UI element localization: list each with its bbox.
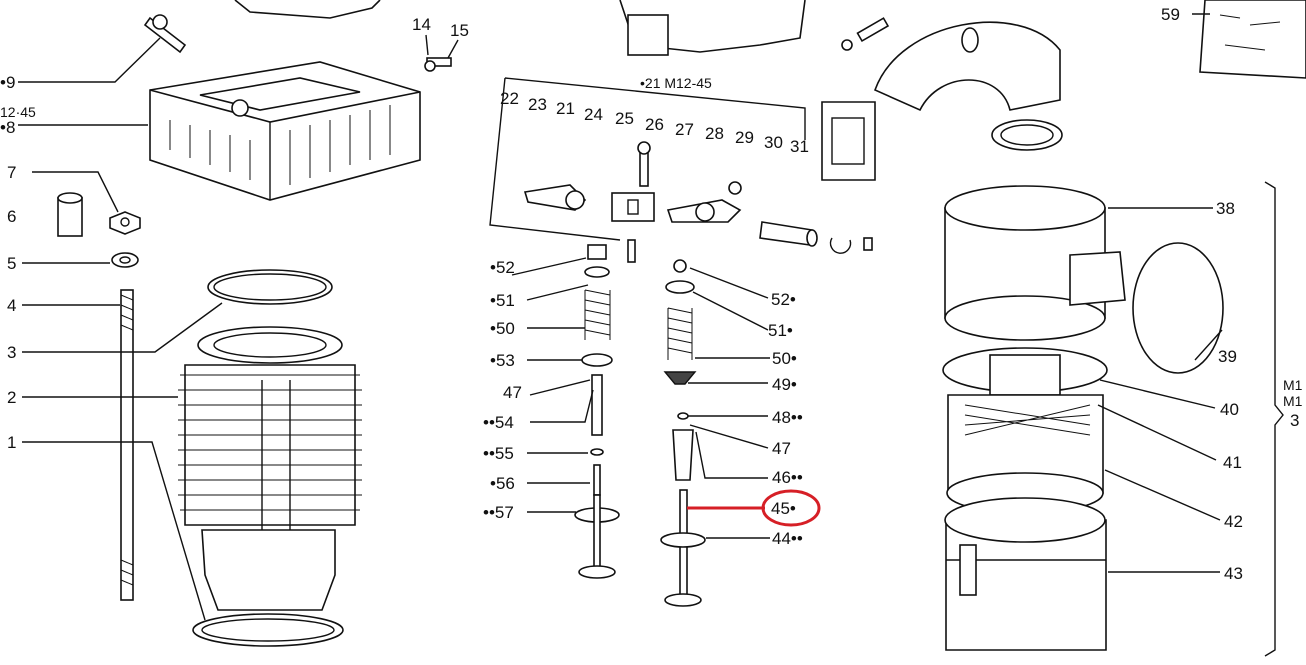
air-filter [942, 185, 1224, 651]
label-44: 44•• [772, 529, 803, 548]
highlight-circle-45 [761, 489, 821, 527]
label-50-left: •50 [490, 319, 515, 338]
label-47-left: 47 [503, 383, 522, 402]
label-24: 24 [584, 105, 603, 124]
label-57: ••57 [483, 503, 514, 522]
label-12-45: 12·45 [0, 104, 36, 120]
label-1: 1 [7, 433, 16, 452]
label-52-right: 52• [771, 290, 796, 309]
label-47-right: 47 [772, 439, 791, 458]
label-3: 3 [7, 343, 16, 362]
label-54: ••54 [483, 413, 514, 432]
label-43: 43 [1224, 564, 1243, 583]
label-5: 5 [7, 254, 16, 273]
label-7: 7 [7, 163, 16, 182]
callout-labels: •9 12·45 •8 7 6 5 4 3 2 1 14 15 •21 M12-… [0, 5, 1303, 583]
label-55: ••55 [483, 444, 514, 463]
label-9: •9 [0, 73, 15, 92]
label-26: 26 [645, 115, 664, 134]
scribble-59 [1199, 0, 1306, 79]
label-56: •56 [490, 474, 515, 493]
label-14: 14 [412, 15, 431, 34]
valve-set-left [574, 244, 620, 579]
label-8: •8 [0, 118, 15, 137]
finned-cylinder [178, 326, 362, 647]
label-3-right: 3 [1290, 411, 1299, 430]
label-m1-b: M1 [1283, 393, 1303, 409]
label-48: 48•• [772, 408, 803, 427]
cylinder-head-assembly [143, 0, 421, 201]
label-53: •53 [490, 351, 515, 370]
label-45: 45• [771, 499, 796, 518]
manifold-and-elbow [619, 0, 1063, 181]
label-22: 22 [500, 89, 519, 108]
valve-set-right [660, 259, 706, 607]
label-52-left: •52 [490, 258, 515, 277]
label-46: 46•• [772, 468, 803, 487]
label-49: 49• [772, 375, 797, 394]
label-25: 25 [615, 109, 634, 128]
label-23: 23 [528, 95, 547, 114]
label-42: 42 [1224, 512, 1243, 531]
small-parts-left [57, 57, 452, 601]
label-50-right: 50• [772, 349, 797, 368]
label-21-m12-45: •21 M12-45 [640, 75, 712, 91]
label-30: 30 [764, 133, 783, 152]
label-15: 15 [450, 21, 469, 40]
label-38: 38 [1216, 199, 1235, 218]
label-27: 27 [675, 120, 694, 139]
label-40: 40 [1220, 400, 1239, 419]
label-39: 39 [1218, 347, 1237, 366]
label-m1-a: M1 [1283, 377, 1303, 393]
label-4: 4 [7, 296, 16, 315]
leader-lines [18, 13, 1223, 621]
rocker-parts [489, 77, 873, 263]
label-41: 41 [1223, 453, 1242, 472]
group-bracket [1264, 181, 1284, 657]
label-31: 31 [790, 137, 809, 156]
label-6: 6 [7, 207, 16, 226]
label-51-left: •51 [490, 291, 515, 310]
label-51-right: 51• [768, 321, 793, 340]
label-28: 28 [705, 124, 724, 143]
label-2: 2 [7, 388, 16, 407]
label-59: 59 [1161, 5, 1180, 24]
label-21: 21 [556, 99, 575, 118]
label-29: 29 [735, 128, 754, 147]
